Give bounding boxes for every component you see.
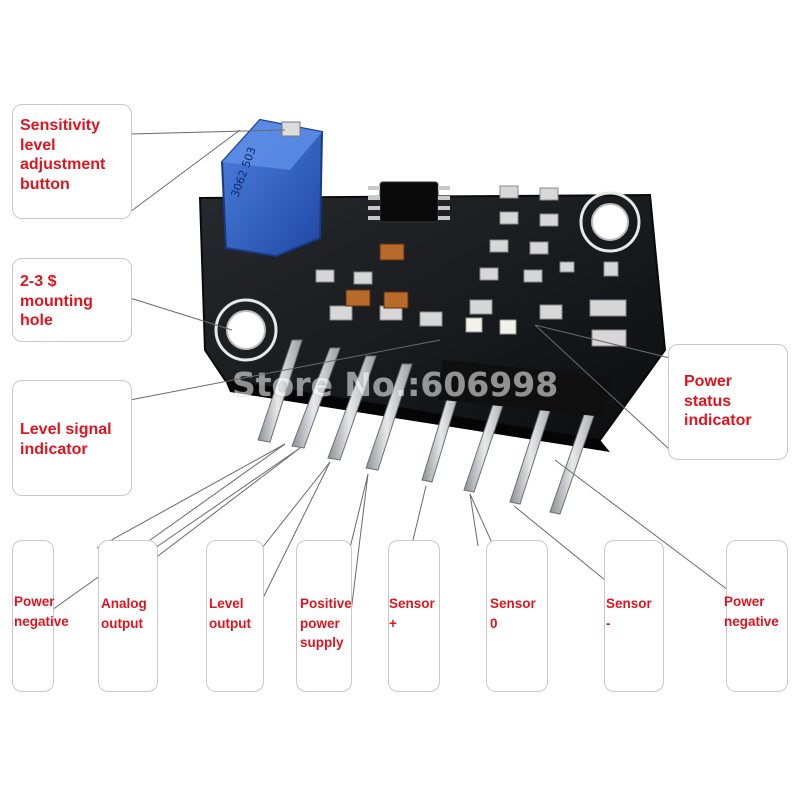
label-pin2-analog-output: Analog output	[101, 596, 147, 631]
callout-box-pin1	[12, 540, 54, 692]
callout-box-pin7	[604, 540, 664, 692]
store-watermark: Store No.:606998	[232, 365, 558, 404]
ic-chip	[368, 181, 450, 223]
label-pin4-positive-power-supply: Positive power supply	[300, 596, 352, 651]
label-pin7-sensor-minus: Sensor -	[606, 596, 652, 631]
callout-box-pin2	[98, 540, 158, 692]
label-pin3-level-output: Level output	[209, 596, 251, 631]
potentiometer: 3062 503	[220, 118, 324, 258]
label-pin1-power-negative: Power negative	[14, 594, 69, 629]
callout-box-mounting-hole	[12, 258, 132, 342]
label-mounting-hole: 2-3 $ mounting hole	[20, 273, 93, 330]
label-level-signal: Level signal indicator	[20, 421, 112, 458]
mounting-hole-left	[214, 298, 278, 362]
level-signal-led	[465, 317, 483, 333]
callout-box-pin6	[486, 540, 548, 692]
callout-box-power-status	[668, 344, 788, 460]
label-power-status: Power status indicator	[684, 373, 752, 430]
label-pin6-sensor-zero: Sensor 0	[490, 596, 536, 631]
capacitors	[345, 243, 409, 309]
label-pin8-power-negative: Power negative	[724, 594, 779, 629]
label-sensitivity: Sensitivity level adjustment button	[20, 117, 106, 193]
callout-box-pin4	[296, 540, 352, 692]
callout-box-pin5	[388, 540, 440, 692]
smd-components	[315, 185, 627, 347]
callout-box-pin8	[726, 540, 788, 692]
power-status-led	[499, 319, 517, 335]
callout-box-level-signal	[12, 380, 132, 496]
label-pin5-sensor-plus: Sensor +	[389, 596, 435, 631]
pin-header-block	[438, 359, 610, 418]
mounting-hole-right	[579, 191, 641, 253]
header-pins	[257, 339, 601, 515]
callout-box-sensitivity	[12, 104, 132, 219]
callout-box-pin3	[206, 540, 264, 692]
led-indicators	[465, 317, 517, 335]
